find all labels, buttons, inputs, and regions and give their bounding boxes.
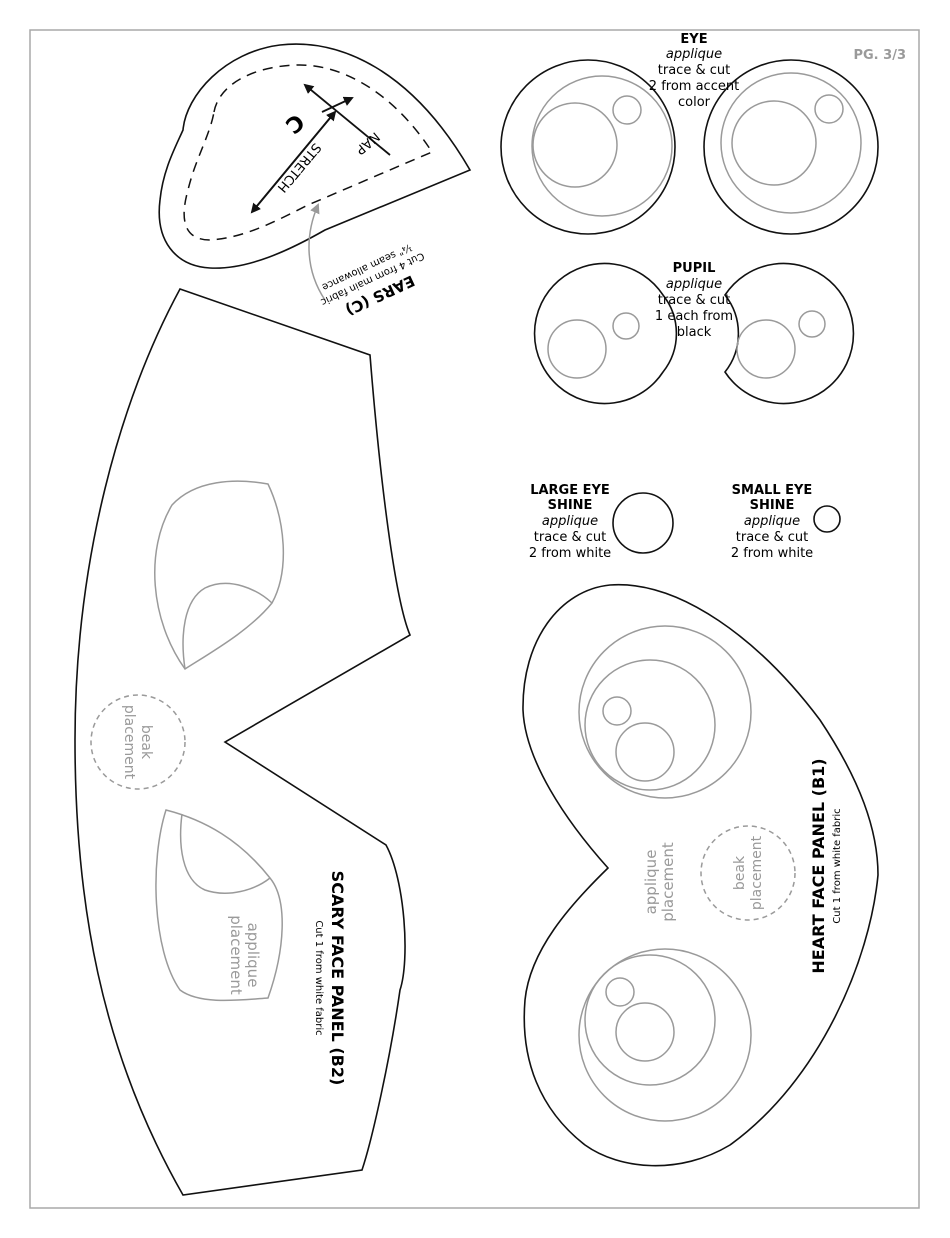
eye-line2: 2 from accent [649, 79, 739, 94]
ears-fold-arrow [308, 203, 326, 301]
scary-eye-guide-top-inner [182, 582, 273, 670]
pupil-line1: trace & cut [658, 293, 730, 308]
scary-applique-label1: applique [244, 923, 262, 988]
heart-eye-small-shine-top [602, 696, 632, 726]
heart-panel-subtitle: Cut 1 from white fabric [832, 808, 843, 923]
small-shine-circle [813, 505, 841, 533]
large-shine-type: applique [542, 514, 598, 529]
large-shine-group: LARGE EYE SHINE applique trace & cut 2 f… [529, 483, 674, 561]
heart-eye-mid-bottom [584, 954, 716, 1086]
eye-circle-right [703, 59, 879, 235]
pupil-shape-left [533, 262, 678, 405]
heart-beak-label2: placement [749, 835, 765, 910]
large-shine-circle [612, 492, 674, 554]
pupil-type: applique [666, 277, 722, 292]
page-border [29, 29, 920, 1209]
heart-eye-large-shine-top [615, 722, 675, 782]
heart-panel-title: HEART FACE PANEL (B1) [809, 758, 828, 973]
pupil-line3: black [677, 325, 712, 340]
heart-eye-outer-top [578, 625, 752, 799]
pupil-title: PUPIL [673, 261, 716, 276]
pupil-line2: 1 each from [655, 309, 733, 324]
eye-line3: color [678, 95, 711, 110]
heart-eye-mid-top [584, 659, 716, 791]
heart-face-panel: beak placement applique placement HEART … [522, 583, 879, 1167]
small-shine-title1: SMALL EYE [732, 483, 813, 498]
ears-outline [158, 43, 472, 269]
large-shine-line2: 2 from white [529, 546, 611, 561]
small-shine-line1: trace & cut [736, 530, 808, 545]
large-shine-title2: SHINE [548, 498, 593, 513]
heart-eye-outer-bottom [578, 948, 752, 1122]
eye-title: EYE [680, 32, 707, 47]
heart-eye-large-shine-bottom [615, 1002, 675, 1062]
eye-pupil-guide-right [720, 72, 862, 214]
eye-shine-small-guide-right [814, 94, 844, 124]
pupil-shine-large-guide-right [736, 319, 796, 379]
heart-applique-label2: placement [659, 842, 677, 922]
small-shine-title2: SHINE [750, 498, 795, 513]
large-shine-title1: LARGE EYE [530, 483, 610, 498]
small-shine-type: applique [744, 514, 800, 529]
heart-applique-label1: applique [642, 850, 660, 915]
eye-line1: trace & cut [658, 63, 730, 78]
scary-beak-label2: placement [121, 705, 137, 780]
scary-eye-guide-top [154, 480, 285, 671]
large-shine-line1: trace & cut [534, 530, 606, 545]
scary-eye-guide-bottom-inner [179, 813, 271, 894]
scary-panel-outline [74, 288, 412, 1196]
heart-eye-small-shine-bottom [605, 977, 635, 1007]
pupil-shine-small-guide-right [798, 310, 826, 338]
scary-beak-label1: beak [138, 725, 154, 760]
scary-panel-subtitle: Cut 1 from white fabric [313, 920, 324, 1035]
pupil-shine-small-guide-left [612, 312, 640, 340]
eye-shine-small-guide-left [612, 95, 642, 125]
scary-eye-guide-bottom [155, 809, 283, 1002]
eye-pupil-guide-left [531, 75, 673, 217]
scary-beak-placement-circle [90, 694, 186, 790]
ears-nap-arrow [303, 83, 391, 156]
eye-shine-large-guide-right [731, 100, 817, 186]
page-number: PG. 3/3 [853, 48, 906, 63]
ears-stretch-arrow-back [251, 110, 337, 213]
scary-applique-label2: placement [227, 915, 245, 995]
scary-panel-title: SCARY FACE PANEL (B2) [328, 871, 347, 1086]
pupil-shine-large-guide-left [547, 319, 607, 379]
eye-applique-group: EYE applique trace & cut 2 from accent c… [500, 32, 879, 235]
ears-nap-arrow-tip [321, 96, 354, 113]
pupil-applique-group: PUPIL applique trace & cut 1 each from b… [533, 261, 855, 405]
eye-type: applique [666, 47, 722, 62]
eye-shine-large-guide-left [532, 102, 618, 188]
heart-beak-label1: beak [732, 855, 748, 890]
small-shine-group: SMALL EYE SHINE applique trace & cut 2 f… [731, 483, 841, 561]
scary-face-panel: beak placement applique placement SCARY … [74, 288, 412, 1196]
pupil-shape-right [724, 262, 855, 405]
ears-piece: C STRETCH NAP EARS (C) Cut 4 from main f… [158, 43, 472, 319]
heart-beak-placement-circle [700, 825, 796, 921]
small-shine-line2: 2 from white [731, 546, 813, 561]
eye-circle-left [500, 59, 676, 235]
